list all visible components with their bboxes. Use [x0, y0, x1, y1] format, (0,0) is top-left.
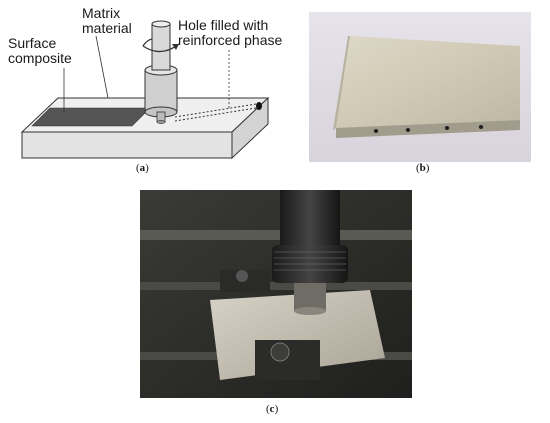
fsp-schematic	[20, 20, 270, 160]
surface-composite-track	[31, 107, 151, 127]
caption-a: (a)	[136, 162, 149, 174]
plate-top	[336, 36, 520, 128]
rotating-tool	[142, 20, 180, 124]
hole-dashed-line	[174, 103, 257, 118]
photo-panel-c: (c)	[140, 190, 412, 420]
spindle	[280, 190, 340, 255]
edge-holes	[373, 125, 484, 133]
table-slot	[140, 282, 412, 290]
label-hole-filled: Hole filled with reinforced phase	[178, 18, 282, 48]
label-surface-composite: Surface composite	[8, 36, 72, 66]
plate-front-face	[21, 131, 233, 159]
table-slot	[140, 230, 412, 240]
workpiece-plate	[210, 290, 385, 380]
label-matrix-material-line1: Matrix	[82, 5, 121, 21]
clamp	[255, 340, 320, 380]
leader-matrix-material	[95, 35, 109, 99]
label-matrix-material-line2: material	[82, 20, 132, 36]
diagram-panel-a: Surface composite Matrix material Hole f…	[0, 0, 282, 176]
plate-front-edge	[336, 120, 520, 138]
machine-photo	[140, 190, 412, 398]
caption-c: (c)	[266, 403, 279, 415]
label-hole-line1: Hole filled with	[178, 17, 269, 33]
hole-opening	[256, 102, 262, 110]
plate-side-face	[231, 96, 269, 160]
label-surface-composite-line2: composite	[8, 50, 72, 66]
photo-panel-b: (b)	[306, 0, 536, 176]
label-surface-composite-line1: Surface	[8, 35, 57, 51]
tool-shoulder	[294, 283, 326, 311]
plate-photo	[309, 12, 531, 162]
label-hole-line2: reinforced phase	[178, 32, 283, 48]
label-matrix-material: Matrix material	[82, 6, 132, 36]
caption-b: (b)	[416, 162, 430, 174]
